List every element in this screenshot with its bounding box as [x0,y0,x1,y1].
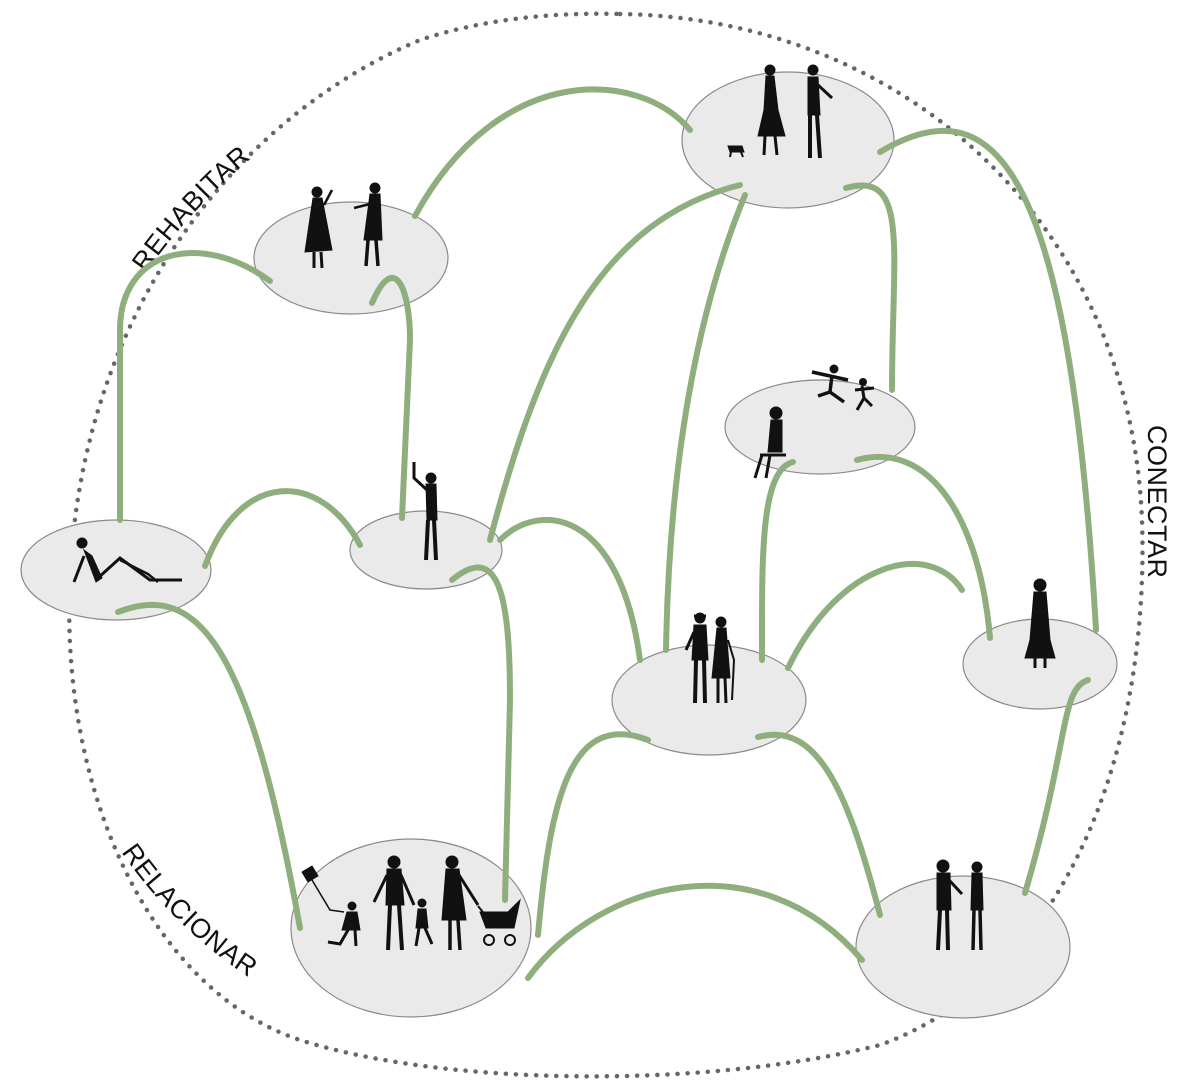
link [854,453,993,641]
label-rehabitar: REHABITAR [126,140,255,277]
boundary-dotted-circle [67,11,1145,1079]
walking-couple-with-dog-icon [727,64,834,159]
link [202,488,363,569]
link [369,275,414,521]
two-standing-people-icon [936,859,984,951]
label-rehabitar-text: REHABITAR [126,140,255,277]
reclining-person-icon [72,537,182,583]
node-two-talking [253,201,449,315]
node-elderly-couple [611,644,807,756]
link [487,182,743,543]
link [497,516,643,663]
link [755,731,883,918]
link [1022,677,1091,896]
link [115,601,303,931]
link [525,882,865,981]
link [758,459,796,663]
link [535,731,651,938]
node-family [290,838,532,1018]
elderly-couple-icon [684,612,736,704]
label-conectar: CONECTAR [1142,425,1172,579]
link [785,561,965,671]
link [412,86,693,219]
seated-person-and-playing-kids-icon [753,364,875,479]
node-reclining-person [20,519,212,621]
two-people-talking-icon [304,182,383,269]
link [449,564,514,903]
family-with-stroller-icon [301,855,521,951]
waving-person-icon [412,462,438,561]
link [843,182,898,393]
node-two-standing [855,875,1071,1019]
link [117,250,273,523]
standing-woman-icon [1024,578,1056,668]
node-couple-with-dog [681,71,895,209]
link [877,127,1099,633]
connections [115,86,1099,981]
link [663,192,748,653]
